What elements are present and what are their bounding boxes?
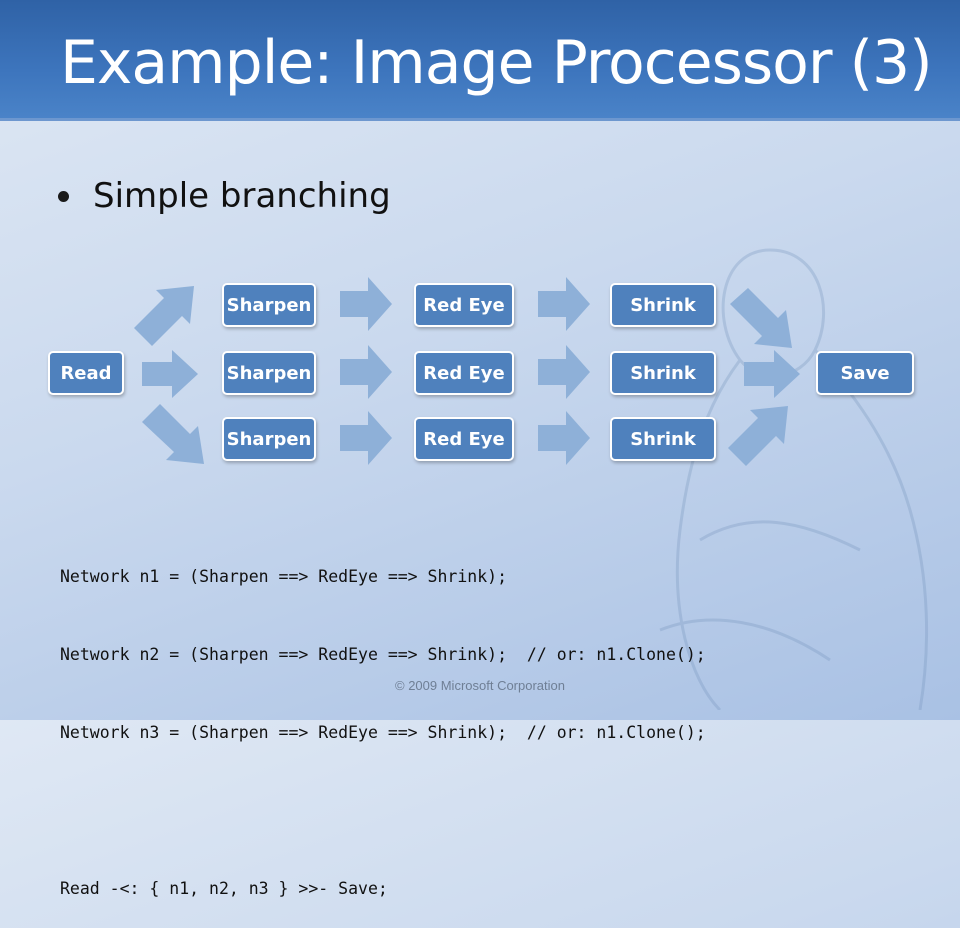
read-node: Read xyxy=(48,351,124,395)
slide-title: Example: Image Processor (3) xyxy=(60,28,933,98)
arrow-top-shrink-to-save xyxy=(730,288,792,348)
shrink-node-top: Shrink xyxy=(610,283,716,327)
arrow-sharpen-to-redeye-bottom xyxy=(340,411,392,465)
bullet-item: Simple branching xyxy=(58,176,391,216)
code-line-final: Read -<: { n1, n2, n3 } >>- Save; xyxy=(60,879,388,898)
sharpen-node-middle: Sharpen xyxy=(222,351,316,395)
bullet-text: Simple branching xyxy=(93,176,391,216)
code-line: Network n2 = (Sharpen ==> RedEye ==> Shr… xyxy=(60,645,706,664)
save-node: Save xyxy=(816,351,914,395)
arrow-redeye-to-shrink-bottom xyxy=(538,411,590,465)
code-line: Network n1 = (Sharpen ==> RedEye ==> Shr… xyxy=(60,567,508,586)
arrow-bottom-shrink-to-save xyxy=(728,406,788,466)
shrink-node-bottom: Shrink xyxy=(610,417,716,461)
title-band: Example: Image Processor (3) xyxy=(0,0,960,121)
code-block: Network n1 = (Sharpen ==> RedEye ==> Shr… xyxy=(60,512,706,928)
arrow-sharpen-to-redeye-top xyxy=(340,277,392,331)
code-line: Network n3 = (Sharpen ==> RedEye ==> Shr… xyxy=(60,723,706,742)
arrow-sharpen-to-redeye-middle xyxy=(340,345,392,399)
redeye-node-top: Red Eye xyxy=(414,283,514,327)
shrink-node-middle: Shrink xyxy=(610,351,716,395)
copyright-footer: © 2009 Microsoft Corporation xyxy=(395,678,565,693)
arrow-read-to-top xyxy=(134,286,194,346)
sharpen-node-top: Sharpen xyxy=(222,283,316,327)
redeye-node-middle: Red Eye xyxy=(414,351,514,395)
arrow-read-to-middle xyxy=(142,350,198,398)
arrow-redeye-to-shrink-top xyxy=(538,277,590,331)
redeye-node-bottom: Red Eye xyxy=(414,417,514,461)
sharpen-node-bottom: Sharpen xyxy=(222,417,316,461)
bullet-icon xyxy=(58,190,69,202)
pipeline-diagram: Read Sharpen Sharpen Sharpen Red Eye Red… xyxy=(48,277,914,466)
code-spacer xyxy=(60,798,706,824)
arrow-middle-shrink-to-save xyxy=(744,350,800,398)
arrow-read-to-bottom xyxy=(142,404,204,464)
arrow-redeye-to-shrink-middle xyxy=(538,345,590,399)
